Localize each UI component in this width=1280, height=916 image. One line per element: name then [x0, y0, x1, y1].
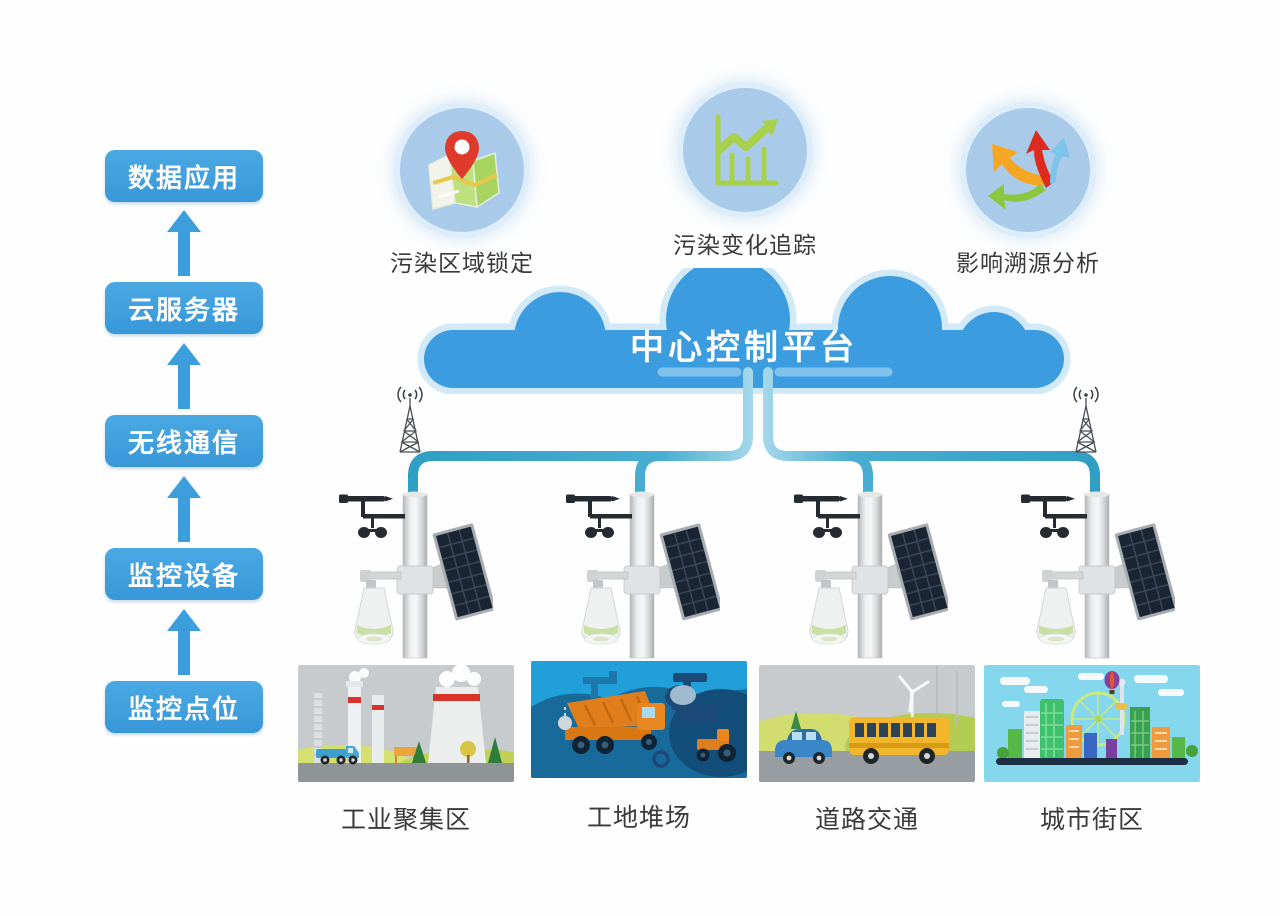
site-image-city-district [984, 665, 1200, 782]
construction-site-scene [531, 661, 747, 778]
monitoring-station [339, 491, 493, 659]
up-arrow-icon [167, 210, 201, 276]
industrial-area-scene [298, 665, 514, 782]
flow-step-label: 云服务器 [127, 294, 240, 325]
function-label: 污染变化追踪 [673, 232, 817, 258]
flow-step-label: 监控设备 [127, 560, 240, 591]
site-label: 道路交通 [814, 806, 919, 834]
flow-step-cloud-server: 云服务器 [105, 282, 263, 334]
central-platform-cloud [417, 268, 1071, 394]
function-circle-change-tracking [683, 88, 807, 212]
function-circle-region-lock [400, 108, 524, 232]
site-image-construction-site [531, 661, 747, 778]
monitoring-station [1021, 491, 1175, 659]
up-arrow-icon [167, 476, 201, 542]
site-label: 城市街区 [1039, 806, 1144, 834]
up-arrow-icon [167, 343, 201, 409]
flow-step-monitoring-device: 监控设备 [105, 548, 263, 600]
function-circle-source-analysis [966, 108, 1090, 232]
flow-step-label: 无线通信 [127, 427, 240, 458]
trend-chart-icon [715, 114, 779, 186]
site-label: 工业聚集区 [340, 806, 471, 834]
flow-step-monitoring-site: 监控点位 [105, 681, 263, 733]
cloud-platform-title: 中心控制平台 [630, 329, 858, 367]
flow-step-label: 数据应用 [127, 162, 240, 193]
monitoring-station [794, 491, 948, 659]
road-traffic-scene [759, 665, 975, 782]
city-district-scene [984, 665, 1200, 782]
up-arrow-icon [167, 609, 201, 675]
map-pin-icon [428, 131, 500, 210]
flow-step-label: 监控点位 [127, 693, 240, 724]
flow-step-data-application: 数据应用 [105, 150, 263, 202]
function-label: 影响溯源分析 [956, 250, 1100, 276]
flow-step-wireless-comm: 无线通信 [105, 415, 263, 467]
monitoring-station [566, 491, 720, 659]
site-image-industrial-area [298, 665, 514, 782]
function-label: 污染区域锁定 [390, 250, 534, 276]
radio-tower-icon [397, 386, 423, 453]
source-arrows-icon [988, 130, 1070, 210]
site-label: 工地堆场 [586, 804, 691, 832]
radio-tower-icon [1073, 386, 1099, 453]
site-image-road-traffic [759, 665, 975, 782]
